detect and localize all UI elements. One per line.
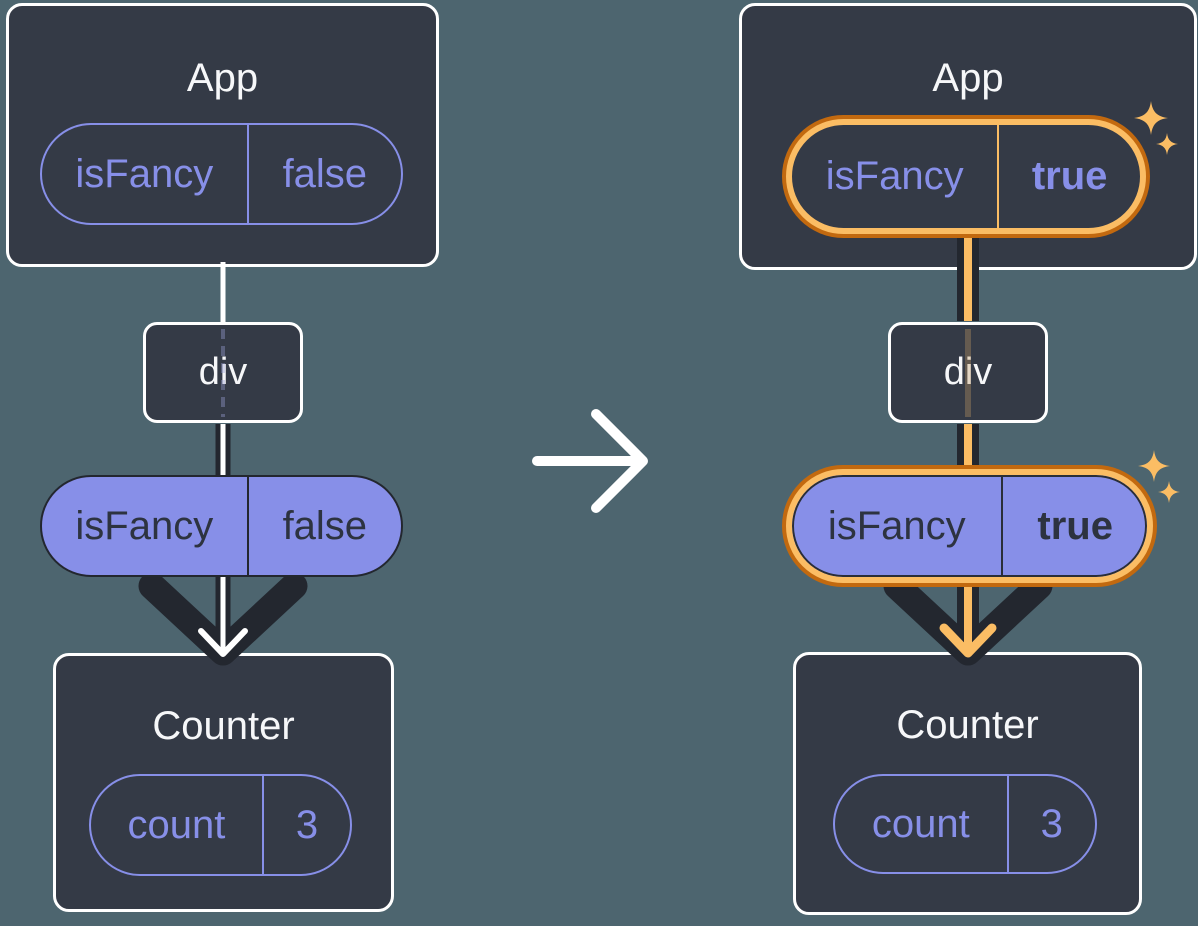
right-app-prop-pill-highlighted: isFancy true [786, 119, 1146, 234]
left-app-title: App [186, 56, 259, 100]
right-count-state-pill: count 3 [833, 774, 1097, 874]
prop-value: true [1031, 154, 1108, 198]
left-count-state-pill: count 3 [89, 774, 352, 876]
prop-value: false [282, 151, 368, 196]
state-value: 3 [295, 802, 319, 847]
right-div-box: div [888, 322, 1048, 423]
prop-value: true [1037, 503, 1113, 548]
left-div-label: div [198, 351, 248, 393]
left-counter-title: Counter [152, 704, 295, 748]
state-name: count [871, 801, 970, 846]
prop-name: isFancy [827, 503, 966, 548]
left-passed-prop-pill: isFancy false [40, 475, 403, 577]
prop-name: isFancy [75, 503, 214, 548]
prop-value: false [282, 503, 368, 548]
state-value: 3 [1040, 801, 1063, 846]
prop-name: isFancy [825, 154, 964, 198]
right-passed-prop-pill-highlighted: isFancy true [786, 469, 1153, 583]
left-app-prop-pill: isFancy false [40, 123, 403, 225]
state-name: count [127, 802, 226, 847]
right-app-title: App [932, 56, 1004, 100]
left-div-box: div [143, 322, 303, 423]
right-div-label: div [943, 351, 993, 393]
prop-name: isFancy [75, 151, 214, 196]
right-counter-title: Counter [896, 703, 1039, 747]
